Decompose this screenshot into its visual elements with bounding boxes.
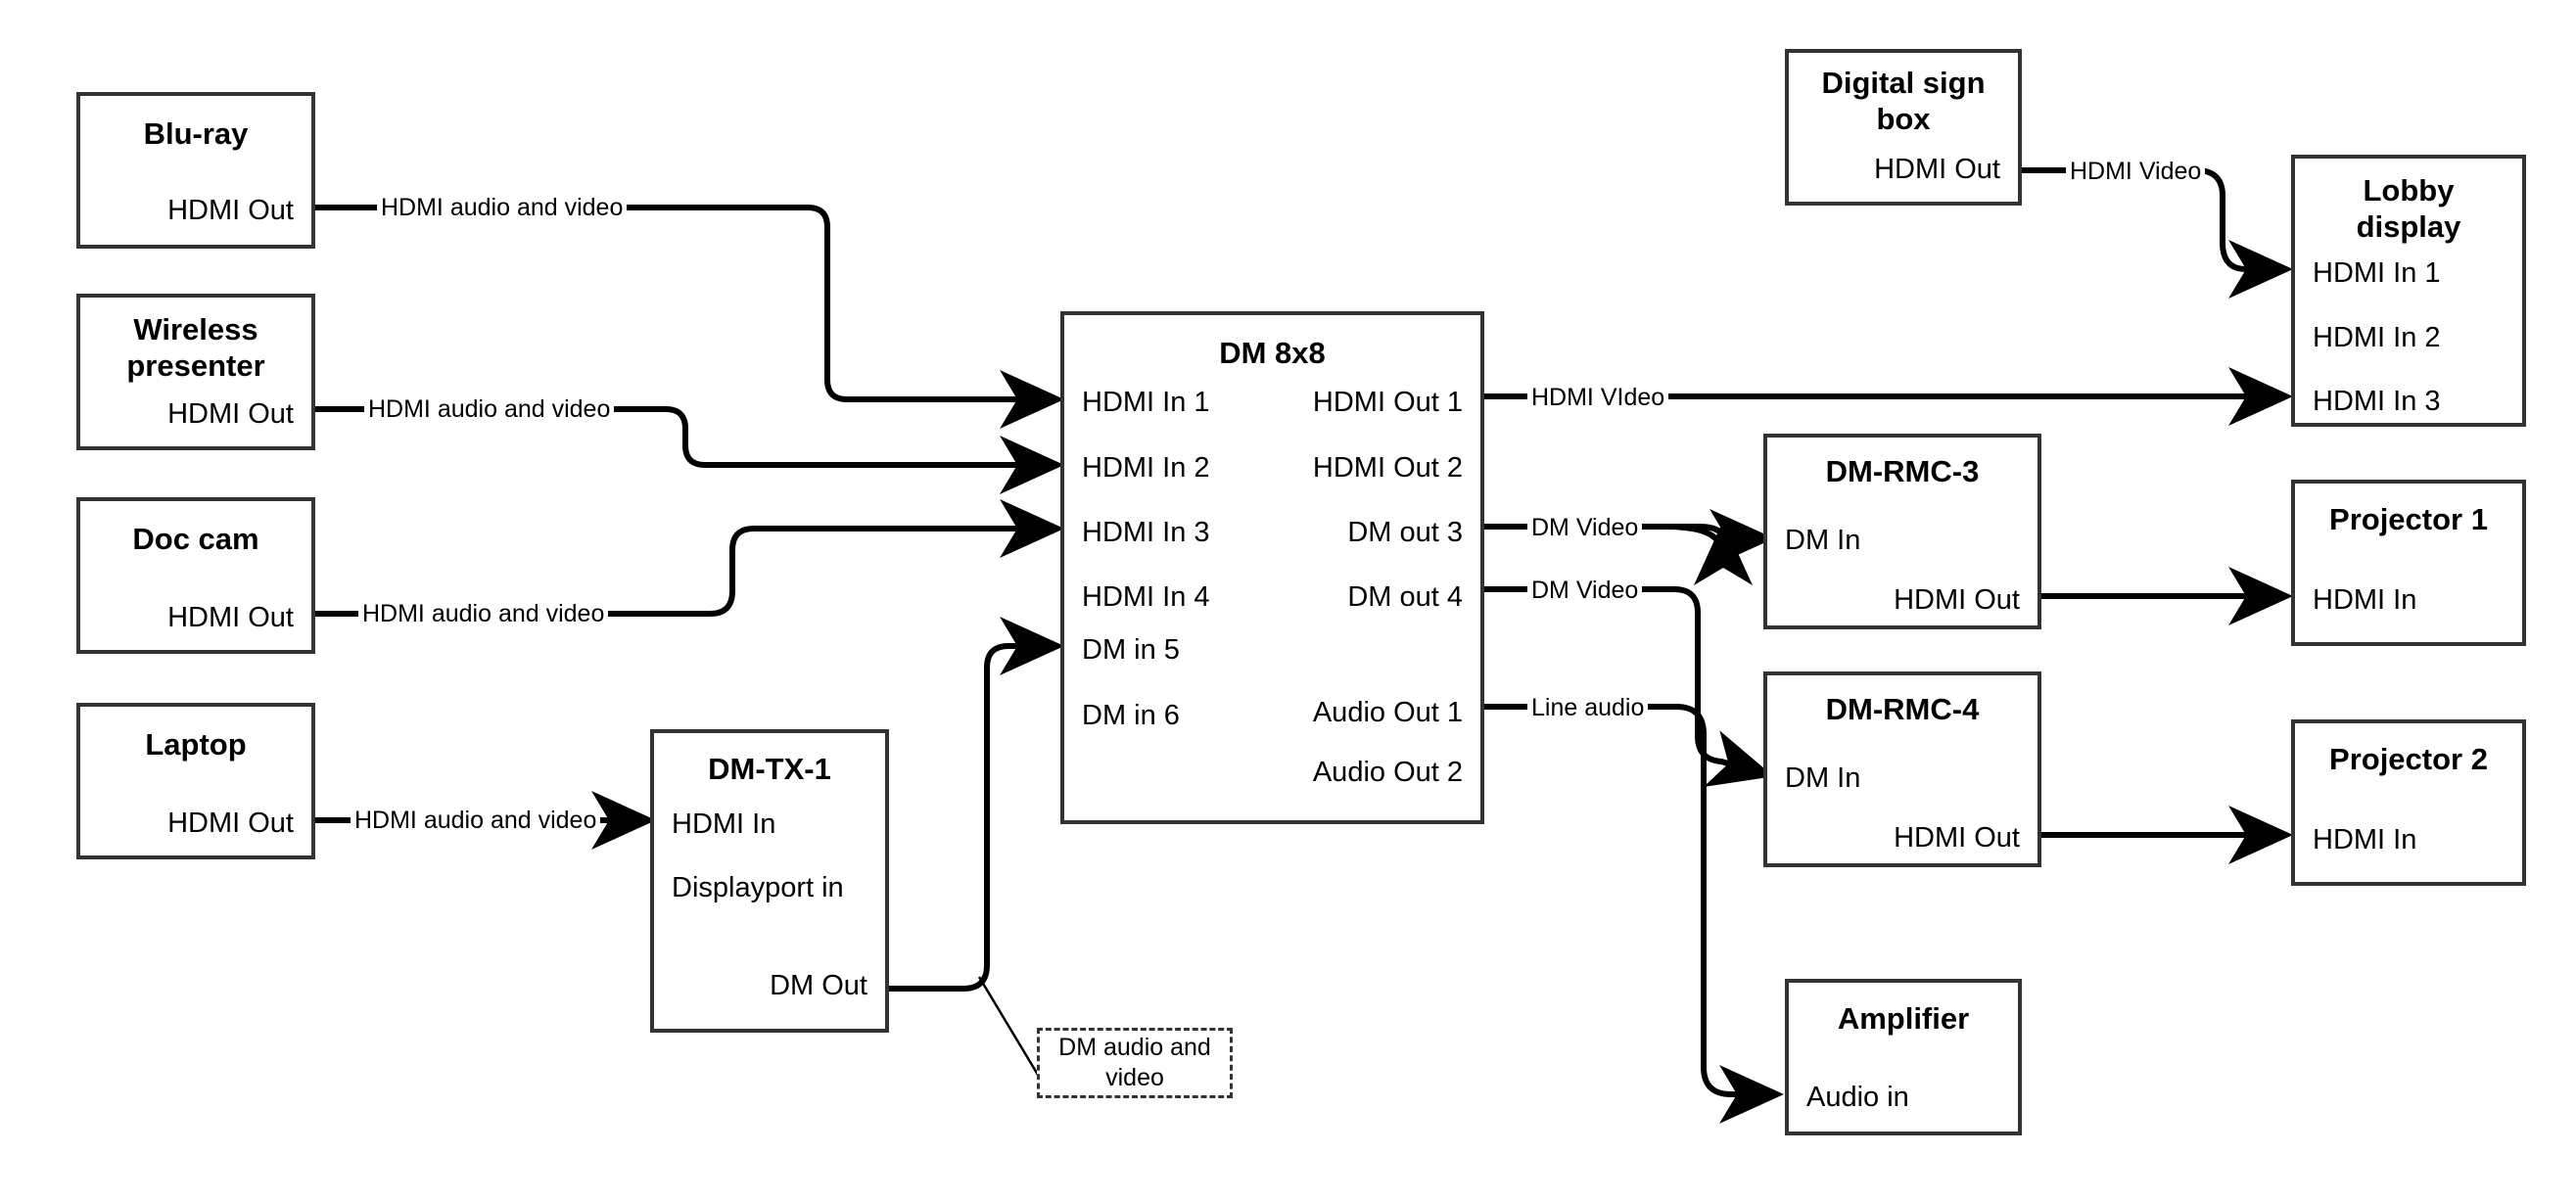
node-doc-cam-title: Doc cam <box>132 522 259 556</box>
node-dm-8x8[interactable]: DM 8x8 HDMI In 1 HDMI In 2 HDMI In 3 HDM… <box>1060 311 1484 824</box>
leader-line-dm-audio-video-note <box>977 976 1040 1076</box>
node-dm-rmc-3-port-hdmi-out[interactable]: HDMI Out <box>1894 584 2020 616</box>
node-dm-8x8-input-dm-in-6[interactable]: DM in 6 <box>1082 700 1180 731</box>
node-wireless-presenter-title: Wireless presenter <box>126 312 265 383</box>
node-dm-8x8-output-dm-out-3[interactable]: DM out 3 <box>1347 517 1463 548</box>
node-projector-1-port-hdmi-in[interactable]: HDMI In <box>2313 584 2417 616</box>
node-dm-tx-1[interactable]: DM-TX-1 HDMI In Displayport in DM Out <box>650 729 889 1033</box>
node-dm-rmc-4-title: DM-RMC-4 <box>1825 692 1980 726</box>
node-bluray-title: Blu-ray <box>143 116 249 151</box>
wire-label-signbox-to-lobby: HDMI Video <box>2066 158 2206 186</box>
node-lobby-display-port-hdmi-in-3[interactable]: HDMI In 3 <box>2313 386 2441 417</box>
wire-label-laptop-to-dmtx1: HDMI audio and video <box>351 807 601 835</box>
node-dm-8x8-input-dm-in-5[interactable]: DM in 5 <box>1082 634 1180 666</box>
node-lobby-display-port-hdmi-in-2[interactable]: HDMI In 2 <box>2313 322 2441 353</box>
wire-label-dm-out-4-to-dmrmc4: DM Video <box>1527 577 1643 605</box>
node-dm-tx-1-port-hdmi-in[interactable]: HDMI In <box>672 808 776 840</box>
wire-dm-out-3-to-dmrmc3-b <box>1663 509 1774 568</box>
node-dm-8x8-input-hdmi-in-4[interactable]: HDMI In 4 <box>1082 581 1210 613</box>
node-dm-rmc-4-port-hdmi-out[interactable]: HDMI Out <box>1894 822 2020 854</box>
node-dm-8x8-input-hdmi-in-1[interactable]: HDMI In 1 <box>1082 387 1210 418</box>
node-amplifier-title: Amplifier <box>1837 1001 1970 1036</box>
node-doc-cam-port-hdmi-out[interactable]: HDMI Out <box>167 602 294 633</box>
node-projector-2-title: Projector 2 <box>2329 742 2488 776</box>
node-bluray-port-hdmi-out[interactable]: HDMI Out <box>167 195 294 226</box>
wire-label-dm-out-3-to-dmrmc3: DM Video <box>1527 514 1643 542</box>
wire-dmtx1-to-dm-in-5 <box>889 617 1064 992</box>
wire-label-bluray-to-hdmi-in-1: HDMI audio and video <box>377 194 628 222</box>
node-laptop-port-hdmi-out[interactable]: HDMI Out <box>167 808 294 839</box>
wire-audio-out-1-to-amplifier <box>1484 704 1784 1124</box>
node-dm-rmc-4-port-dm-in[interactable]: DM In <box>1785 762 1861 794</box>
node-dm-8x8-title: DM 8x8 <box>1219 336 1326 370</box>
note-dm-audio-and-video: DM audio and video <box>1037 1028 1233 1098</box>
node-amplifier-port-audio-in[interactable]: Audio in <box>1806 1082 1909 1113</box>
node-projector-1[interactable]: Projector 1 HDMI In <box>2291 480 2526 646</box>
node-dm-8x8-input-hdmi-in-2[interactable]: HDMI In 2 <box>1082 452 1210 484</box>
node-digital-sign-box-title: Digital sign box <box>1821 66 1986 136</box>
node-dm-8x8-output-audio-out-1[interactable]: Audio Out 1 <box>1312 697 1463 728</box>
node-dm-rmc-4[interactable]: DM-RMC-4 DM In HDMI Out <box>1763 671 2041 867</box>
node-dm-8x8-output-audio-out-2[interactable]: Audio Out 2 <box>1312 757 1463 788</box>
node-wireless-presenter[interactable]: Wireless presenter HDMI Out <box>76 294 315 450</box>
node-dm-rmc-3-port-dm-in[interactable]: DM In <box>1785 525 1861 556</box>
node-digital-sign-box[interactable]: Digital sign box HDMI Out <box>1785 49 2022 206</box>
node-projector-2-port-hdmi-in[interactable]: HDMI In <box>2313 824 2417 855</box>
node-projector-1-title: Projector 1 <box>2329 502 2488 536</box>
node-doc-cam[interactable]: Doc cam HDMI Out <box>76 497 315 654</box>
node-dm-tx-1-port-displayport-in[interactable]: Displayport in <box>672 872 844 903</box>
wire-label-doccam-to-hdmi-in-3: HDMI audio and video <box>358 600 609 628</box>
node-dm-8x8-output-dm-out-4[interactable]: DM out 4 <box>1347 581 1463 613</box>
node-dm-rmc-3-title: DM-RMC-3 <box>1825 454 1980 488</box>
wire-label-audio-out-1-to-amplifier: Line audio <box>1527 694 1649 722</box>
node-bluray[interactable]: Blu-ray HDMI Out <box>76 92 315 249</box>
node-lobby-display[interactable]: Lobby display HDMI In 1 HDMI In 2 HDMI I… <box>2291 155 2526 427</box>
node-lobby-display-title: Lobby display <box>2356 173 2461 244</box>
node-laptop-title: Laptop <box>145 727 247 762</box>
node-laptop[interactable]: Laptop HDMI Out <box>76 703 315 859</box>
node-dm-tx-1-port-dm-out[interactable]: DM Out <box>770 970 867 1001</box>
node-digital-sign-box-port-hdmi-out[interactable]: HDMI Out <box>1874 154 2000 185</box>
node-dm-8x8-output-hdmi-out-1[interactable]: HDMI Out 1 <box>1312 387 1463 418</box>
node-dm-8x8-input-hdmi-in-3[interactable]: HDMI In 3 <box>1082 517 1210 548</box>
node-amplifier[interactable]: Amplifier Audio in <box>1785 979 2022 1135</box>
node-wireless-presenter-port-hdmi-out[interactable]: HDMI Out <box>167 398 294 430</box>
wire-label-hdmi-out-1-to-lobby: HDMI VIdeo <box>1527 384 1669 412</box>
node-lobby-display-port-hdmi-in-1[interactable]: HDMI In 1 <box>2313 257 2441 289</box>
node-dm-tx-1-title: DM-TX-1 <box>708 752 831 786</box>
node-dm-8x8-output-hdmi-out-2[interactable]: HDMI Out 2 <box>1312 452 1463 484</box>
node-dm-rmc-3[interactable]: DM-RMC-3 DM In HDMI Out <box>1763 434 2041 629</box>
wire-label-wireless-to-hdmi-in-2: HDMI audio and video <box>364 395 615 424</box>
wire-dm-out-4-to-dmrmc4 <box>1484 586 1774 788</box>
wire-bluray-to-hdmi-in-1 <box>315 205 1064 429</box>
note-dm-audio-and-video-text: DM audio and video <box>1058 1034 1211 1091</box>
node-projector-2[interactable]: Projector 2 HDMI In <box>2291 719 2526 886</box>
